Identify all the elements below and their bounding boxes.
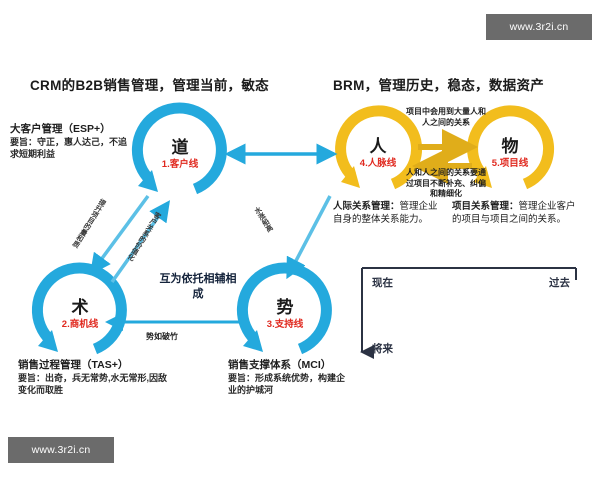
description-mci-title: 销售支撑体系（MCI） — [228, 359, 332, 371]
node-ring-dao — [131, 102, 227, 195]
node-sub-shu: 2.商机线 — [61, 319, 99, 330]
description-relationship: 人际关系管理：管理企业自身的整体关系能力。 — [333, 200, 438, 226]
description-project-title: 项目关系管理： — [452, 201, 519, 212]
node-label-shi[interactable]: 势 3.支持线 — [240, 298, 330, 331]
arrow-dao-to-shu — [89, 194, 150, 275]
timeline-label-past: 过去 — [549, 278, 570, 289]
arrow-shu-to-dao — [110, 200, 171, 284]
annotation-note-bottom: 人和人之间的关系要通过项目不断补充、纠偏和精细化 — [406, 168, 486, 198]
description-relationship-body: 管理企业自身的整体关系能力。 — [333, 201, 438, 225]
node-label-shu[interactable]: 术 2.商机线 — [35, 298, 125, 331]
annotation-center: 互为依托相辅相成 — [159, 273, 237, 300]
watermark-top: www.3r2i.cn — [486, 14, 592, 40]
node-char-shi: 势 — [276, 298, 294, 317]
description-mci: 销售支撑体系（MCI） 要旨：形成系统优势，构建企业的护城河 — [228, 358, 348, 396]
description-relationship-title: 人际关系管理： — [333, 201, 400, 212]
annotation-shi-ru-po-zhu: 势如破竹 — [146, 332, 178, 341]
node-label-wu[interactable]: 物 5.项目线 — [465, 137, 555, 170]
timeline-label-future: 将来 — [372, 344, 393, 355]
heading-brm: BRM，管理历史，稳态，数据资产 — [333, 78, 545, 93]
description-esp-body: 要旨：守正，惠人达己，不追求短期利益 — [10, 137, 128, 159]
timeline-axis — [360, 267, 577, 359]
node-label-dao[interactable]: 道 1.客户线 — [135, 138, 225, 171]
node-sub-wu: 5.项目线 — [491, 158, 529, 169]
node-char-dao: 道 — [171, 138, 189, 157]
description-esp-title: 大客户管理（ESP+） — [10, 123, 111, 135]
watermark-bottom: www.3r2i.cn — [8, 437, 114, 463]
description-mci-body: 要旨：形成系统优势，构建企业的护城河 — [228, 373, 346, 395]
node-sub-ren: 4.人脉线 — [359, 158, 397, 169]
description-esp: 大客户管理（ESP+） 要旨：守正，惠人达己，不追求短期利益 — [10, 122, 135, 160]
node-char-ren: 人 — [369, 137, 387, 156]
node-sub-shi: 3.支持线 — [266, 319, 304, 330]
description-tas-title: 销售过程管理（TAS+） — [18, 359, 129, 371]
annotation-note-top: 项目中会用到大量人和人之间的关系 — [406, 107, 486, 127]
arrow-ren-to-shi — [286, 195, 332, 280]
description-project: 项目关系管理：管理企业客户的项目与项目之间的关系。 — [452, 200, 582, 226]
node-sub-dao: 1.客户线 — [161, 159, 199, 170]
description-project-body: 管理企业客户的项目与项目之间的关系。 — [452, 201, 576, 225]
description-tas: 销售过程管理（TAS+） 要旨：出奇，兵无常势,水无常形,因敌变化而取胜 — [18, 358, 168, 396]
heading-crm: CRM的B2B销售管理，管理当前，敏态 — [30, 78, 269, 93]
node-char-wu: 物 — [501, 137, 519, 156]
node-char-shu: 术 — [71, 298, 89, 317]
node-label-ren[interactable]: 人 4.人脉线 — [333, 137, 423, 170]
timeline-label-now: 现在 — [372, 278, 393, 289]
description-tas-body: 要旨：出奇，兵无常势,水无常形,因敌变化而取胜 — [18, 373, 168, 395]
